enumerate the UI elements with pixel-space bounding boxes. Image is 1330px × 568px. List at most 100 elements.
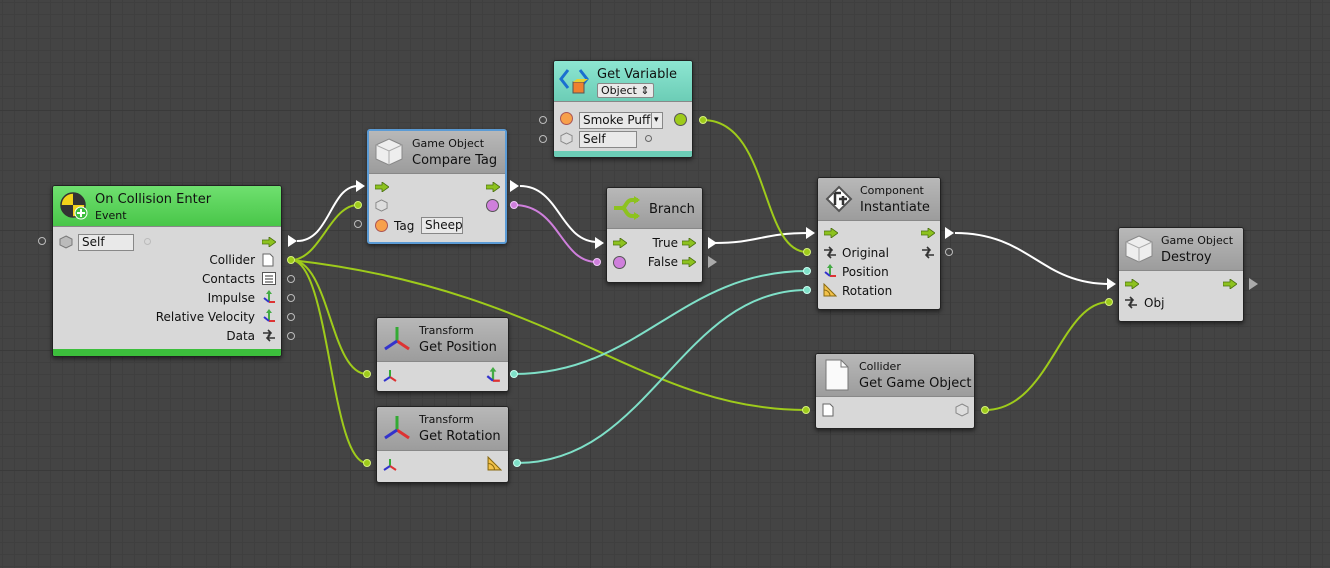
file-icon (825, 359, 849, 391)
output-contacts: Contacts (202, 272, 255, 286)
vector-wire (513, 270, 808, 375)
flow-output-port[interactable] (510, 180, 519, 192)
condition-input-port[interactable] (593, 258, 601, 266)
instantiate-node[interactable]: Component Instantiate Original Position … (817, 177, 941, 310)
false-label: False (647, 255, 678, 269)
bool-wire (513, 204, 598, 263)
game-object-output-port[interactable] (981, 406, 989, 414)
flow-input-port[interactable] (806, 227, 815, 239)
destroy-node[interactable]: Game Object Destroy Obj (1118, 227, 1244, 322)
flow-out-arrow-icon (262, 237, 276, 247)
flow-output-port[interactable] (945, 227, 954, 239)
file-icon (262, 253, 274, 267)
position-input-port[interactable] (803, 267, 811, 275)
node-title: Destroy (1161, 250, 1212, 265)
true-output-port[interactable] (708, 237, 717, 249)
flow-wire (713, 232, 811, 244)
flow-wire (296, 185, 359, 242)
transform-icon (384, 416, 410, 440)
tag-field[interactable]: Sheep (421, 217, 463, 234)
transform-icon (383, 459, 397, 471)
target-input-port[interactable] (354, 201, 362, 209)
object-wire (984, 301, 1110, 411)
object-wire (290, 204, 359, 261)
variable-icon (559, 69, 589, 94)
node-title: Get Position (419, 340, 497, 355)
flow-out-arrow-icon (921, 228, 935, 238)
node-title: Instantiate (860, 200, 930, 215)
data-icon (922, 246, 934, 259)
output-data: Data (226, 329, 255, 343)
self-field[interactable]: Self (78, 234, 134, 251)
updown-icon: ⇕ (640, 84, 650, 97)
file-icon (822, 403, 834, 417)
self-input-port[interactable] (38, 237, 46, 245)
branch-icon (614, 196, 640, 220)
rotation-input-port[interactable] (803, 286, 811, 294)
flow-output-port[interactable] (288, 235, 297, 247)
get-rotation-node[interactable]: Transform Get Rotation (376, 406, 509, 483)
flow-out-arrow-icon (486, 182, 500, 192)
obj-input-port[interactable] (1105, 298, 1113, 306)
flow-in-arrow-icon (1125, 279, 1139, 289)
output-impulse: Impulse (207, 291, 255, 305)
result-output-port[interactable] (510, 201, 518, 209)
result-output-dot (486, 199, 499, 212)
false-output-port[interactable] (708, 256, 717, 268)
flow-wire (519, 185, 599, 243)
target-dot[interactable] (144, 238, 151, 245)
original-input-port[interactable] (803, 248, 811, 256)
data-output-port[interactable] (287, 332, 295, 340)
rotation-icon (823, 283, 837, 297)
value-output-dot (674, 113, 687, 126)
collider-output-port[interactable] (287, 256, 295, 264)
node-title: Get Variable (597, 67, 677, 82)
on-collision-enter-node[interactable]: On Collision Enter Event Self Collider C… (52, 185, 282, 357)
event-icon (60, 192, 88, 220)
cube-icon (59, 235, 73, 249)
node-category: Game Object (1161, 234, 1234, 247)
collider-input-port[interactable] (802, 406, 810, 414)
flow-input-port[interactable] (1107, 278, 1116, 290)
flow-out-arrow-icon (1223, 279, 1237, 289)
flow-input-port[interactable] (595, 237, 604, 249)
get-game-object-node[interactable]: Collider Get Game Object (815, 353, 975, 429)
get-position-node[interactable]: Transform Get Position (376, 317, 509, 392)
flow-output-port[interactable] (1249, 278, 1258, 290)
data-icon (263, 329, 275, 342)
tag-input-port[interactable] (354, 220, 362, 228)
self-field[interactable]: Self (579, 131, 637, 148)
variable-kind-dropdown[interactable]: Object ⇕ (597, 83, 654, 98)
input-original: Original (842, 246, 889, 260)
flow-input-port[interactable] (356, 180, 365, 192)
relative-velocity-output-port[interactable] (287, 313, 295, 321)
object-wire (290, 259, 368, 375)
input-rotation: Rotation (842, 284, 893, 298)
name-input-port[interactable] (539, 116, 547, 124)
get-variable-node[interactable]: Get Variable Object ⇕ Smoke Puff ▾ Self (553, 60, 693, 158)
name-input-dot (560, 112, 573, 125)
variable-name-field[interactable]: Smoke Puff (579, 112, 659, 129)
rotation-output-port[interactable] (513, 459, 521, 467)
target-dot[interactable] (645, 135, 652, 142)
variable-dropdown-button[interactable]: ▾ (651, 112, 663, 129)
value-output-port[interactable] (699, 116, 707, 124)
impulse-output-port[interactable] (287, 294, 295, 302)
compare-tag-node[interactable]: Game Object Compare Tag Tag Sheep (367, 129, 507, 244)
target-input-port[interactable] (539, 135, 547, 143)
node-title: Get Rotation (419, 429, 501, 444)
transform-icon (384, 327, 410, 351)
position-output-port[interactable] (510, 370, 518, 378)
node-category: Game Object (412, 137, 485, 150)
cube-icon (955, 403, 969, 417)
contacts-output-port[interactable] (287, 275, 295, 283)
output-collider: Collider (209, 253, 255, 267)
node-title: Get Game Object (859, 376, 972, 391)
variable-name-value: Smoke Puff (583, 113, 651, 127)
branch-node[interactable]: Branch True False (606, 187, 703, 283)
transform-input-port[interactable] (363, 370, 371, 378)
transform-input-port[interactable] (363, 459, 371, 467)
instance-output-port[interactable] (945, 248, 953, 256)
data-icon (824, 246, 836, 259)
